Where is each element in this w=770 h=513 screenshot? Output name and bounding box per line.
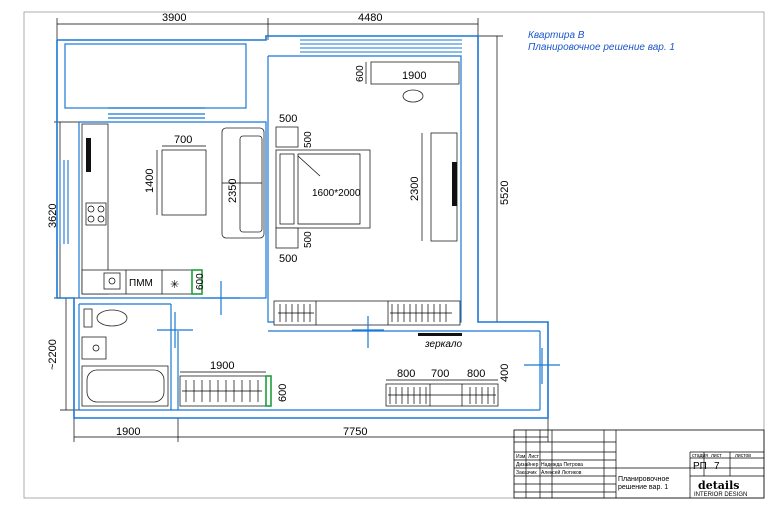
cabinet-1-label: 800 — [397, 368, 415, 380]
dim-bottom-left: 1900 — [116, 426, 140, 438]
tb-sheet-header: лист — [711, 453, 722, 459]
tb-stage: РП — [693, 461, 707, 472]
bed — [275, 126, 371, 249]
bedroom-wardrobe — [365, 61, 460, 103]
table-width-label: 700 — [174, 134, 192, 146]
tb-stage-header: стадия — [692, 453, 708, 459]
bedroom-window — [300, 39, 462, 53]
dining-table — [156, 145, 207, 216]
sofa — [221, 127, 265, 239]
tb-client-role: Заказчик — [516, 470, 537, 476]
chair-icon — [402, 89, 424, 103]
hall-wardrobe-width-label: 1900 — [210, 360, 234, 372]
hall-cabinets — [385, 379, 499, 407]
nightstand-top — [275, 126, 299, 148]
fridge-green — [191, 269, 203, 295]
tb-drawing-name-box: Планировочное решение вар. 1 — [618, 476, 670, 491]
hall-wardrobe-green — [265, 375, 272, 407]
bedroom-bottom-wardrobes — [273, 300, 461, 326]
nightstand-top-width-label: 500 — [279, 113, 297, 125]
bed-size-label: 1600*2000 — [312, 188, 361, 199]
nightstand-top-height-label: 500 — [303, 131, 314, 148]
dim-right: 5520 — [499, 181, 511, 205]
tb-change-label: Изм. Лист — [516, 454, 540, 460]
tv-wall-length-label: 2300 — [409, 177, 421, 201]
dim-left-upper: 3620 — [47, 204, 59, 228]
walls — [56, 35, 549, 419]
sheet-frame — [23, 11, 765, 499]
hob-icon — [85, 202, 107, 226]
hall-wardrobe — [179, 371, 267, 407]
tb-drawing-name: Планировочное решение вар. 1 — [618, 476, 670, 491]
tb-sheet: 7 — [714, 461, 720, 472]
balcony — [64, 43, 247, 119]
brand-sub: INTERIOR DESIGN — [694, 492, 747, 498]
tb-sheets-header: листов — [735, 453, 751, 459]
bathroom-fixtures — [81, 308, 169, 407]
toilet-icon — [96, 309, 128, 327]
kitchen-window — [59, 160, 69, 244]
drawing-title-line1: Квартира В — [528, 30, 585, 41]
dim-bottom-right: 7750 — [343, 426, 367, 438]
star-icon: ✳ — [170, 279, 179, 291]
dim-top-right: 4480 — [358, 12, 382, 24]
cabinet-depth-label: 400 — [499, 364, 511, 382]
cabinet-2-label: 700 — [431, 368, 449, 380]
mirror — [418, 333, 462, 336]
sofa-length-label: 2350 — [227, 179, 239, 203]
brand-logo: details — [698, 479, 739, 492]
washbasin-icon — [81, 336, 107, 360]
nightstand-bottom — [275, 227, 299, 249]
tb-designer-role: Дизайнер — [516, 461, 539, 468]
kitchen-unit — [81, 123, 203, 295]
dishwasher-label: ПММ — [129, 278, 153, 289]
bedroom-tv-stand — [421, 132, 458, 242]
dim-left-lower: ~2200 — [47, 339, 59, 370]
sink-icon — [103, 272, 121, 290]
tv-panel-kitchen — [86, 138, 91, 172]
title-block — [513, 429, 765, 499]
dim-top-left: 3900 — [162, 12, 186, 24]
drawing-title-line2: Планировочное решение вар. 1 — [528, 42, 675, 53]
wardrobe-top-depth-label: 600 — [355, 65, 366, 82]
kitchen-depth-label: 600 — [195, 273, 206, 290]
mirror-label: зеркало — [424, 339, 462, 350]
tb-client-name: Алексей Лютиков — [541, 469, 582, 476]
nightstand-bottom-width-label: 500 — [279, 253, 297, 265]
wardrobe-top-width-label: 1900 — [402, 70, 426, 82]
light-point-marks — [157, 281, 560, 384]
tb-designer-name: Надежда Петрова — [541, 462, 583, 468]
nightstand-bottom-height-label: 500 — [303, 231, 314, 248]
table-height-label: 1400 — [144, 169, 156, 193]
cabinet-3-label: 800 — [467, 368, 485, 380]
hall-wardrobe-depth-label: 600 — [277, 384, 289, 402]
